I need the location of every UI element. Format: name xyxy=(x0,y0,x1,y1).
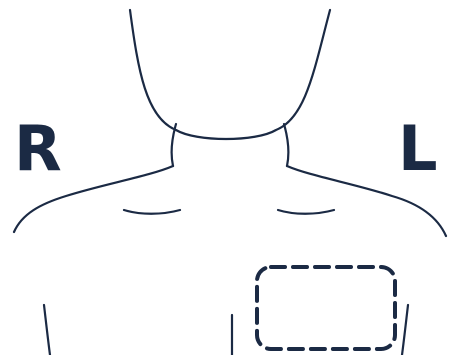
right-collarbone xyxy=(124,210,180,214)
left-torso-side xyxy=(402,305,408,355)
neck-left-line xyxy=(172,124,176,166)
neck-outline xyxy=(130,10,330,139)
left-side-label: L xyxy=(398,112,438,185)
neck-right-line xyxy=(284,124,288,166)
right-torso-side xyxy=(44,305,50,355)
electrode-pad-placement xyxy=(257,267,395,349)
left-collarbone xyxy=(278,210,334,214)
right-side-label: R xyxy=(14,112,62,185)
